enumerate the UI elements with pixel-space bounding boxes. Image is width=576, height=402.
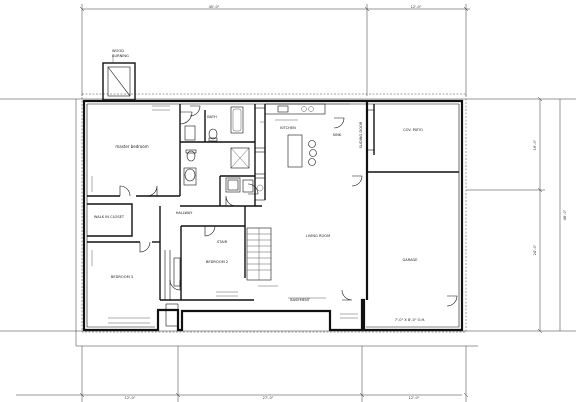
label-basement-note: BASEMENT: [290, 298, 311, 302]
label-garage: GARAGE: [402, 258, 418, 262]
label-stair: STAIR: [217, 240, 228, 244]
fixtures: [165, 103, 375, 327]
window-callouts: [91, 103, 358, 324]
chimney-box: WOOD BURNING: [102, 49, 136, 101]
label-sliding-door: SLIDING DOOR: [359, 121, 363, 148]
dim-top-left: 40'-0": [209, 5, 220, 9]
dim-bottom-left: 12'-0": [125, 396, 136, 400]
dim-right-upper: 16'-0": [533, 139, 537, 150]
label-living-room: LIVING ROOM: [306, 234, 330, 238]
dim-right-lower: 24'-0": [533, 244, 537, 255]
label-owners-bedroom: master bedroom: [115, 144, 148, 149]
dimension-lines: [0, 4, 576, 402]
label-bath: BATH: [207, 115, 217, 119]
label-bedroom-2: BEDROOM 2: [206, 260, 228, 264]
chimney-note: WOOD: [112, 49, 124, 53]
label-covered-patio: COV. PATIO: [403, 128, 423, 132]
label-walk-in-closet: WALK IN CLOSET: [94, 215, 125, 219]
dim-bottom-mid: 27'-0": [263, 396, 274, 400]
dim-top-right: 12'-0": [411, 5, 422, 9]
door-swings: [119, 105, 458, 307]
dim-bottom-right: 12'-0": [409, 396, 420, 400]
svg-text:BURNING: BURNING: [112, 54, 129, 58]
dim-right-total: 48'-0": [563, 209, 567, 220]
label-hallway: HALLWAY: [176, 211, 193, 215]
label-sink: SINK: [333, 133, 342, 137]
room-labels: master bedroom BATH KITCHEN SINK SLIDING…: [94, 115, 425, 322]
label-garage-door: 7'-0" X 8'-0" O.H.: [395, 318, 426, 322]
label-bedroom-3: BEDROOM 3: [111, 275, 133, 279]
label-kitchen: KITCHEN: [280, 126, 296, 130]
